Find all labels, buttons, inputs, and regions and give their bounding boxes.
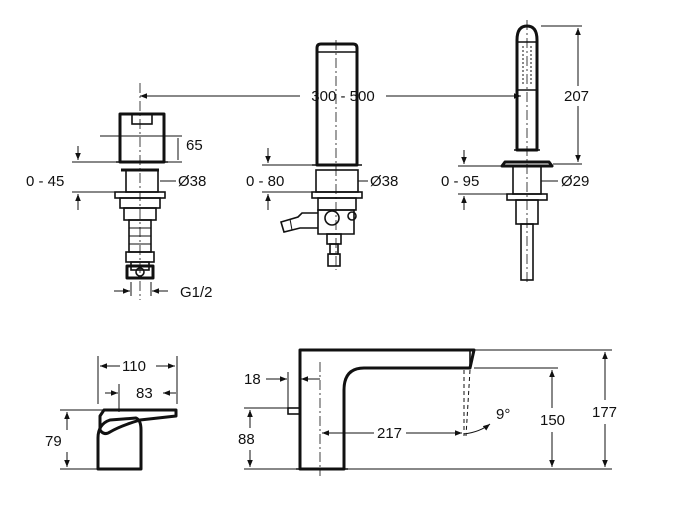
mixer-lever-label: 83: [136, 385, 153, 402]
mixer-valve-front-view: 65 0 - 45 Ø38 G1/2: [26, 83, 213, 301]
mixer-deck-label: 0 - 45: [26, 173, 64, 190]
spout-base-height-label: 88: [238, 431, 255, 448]
mixer-thread-label: G1/2: [180, 284, 213, 301]
hand-shower-front-view: 207 0 - 95 Ø29: [441, 20, 595, 285]
shower-hole-label: Ø29: [561, 173, 589, 190]
mixer-side-view: 110 83 79: [45, 356, 178, 471]
shower-deck-label: 0 - 95: [441, 173, 479, 190]
span-label: 300 - 500: [311, 88, 374, 105]
spout-total-height-label: 177: [592, 404, 617, 421]
spout-hole-label: Ø38: [370, 173, 398, 190]
shower-height-label: 207: [564, 88, 589, 105]
spout-offset-label: 18: [244, 371, 261, 388]
spout-reach-label: 217: [377, 425, 402, 442]
mixer-hole-label: Ø38: [178, 173, 206, 190]
mixer-depth-label: 110: [122, 358, 146, 375]
spout-outlet-height-label: 150: [540, 412, 565, 429]
span-dimension: 300 - 500: [140, 88, 521, 105]
spout-angle-label: 9°: [496, 406, 510, 423]
mixer-height-label: 65: [186, 137, 203, 154]
spout-front-view: 0 - 80 Ø38: [246, 40, 398, 270]
spout-side-view: 9° 18 88 217 150 177: [238, 348, 617, 476]
mixer-side-height-label: 79: [45, 433, 62, 450]
spout-deck-label: 0 - 80: [246, 173, 284, 190]
